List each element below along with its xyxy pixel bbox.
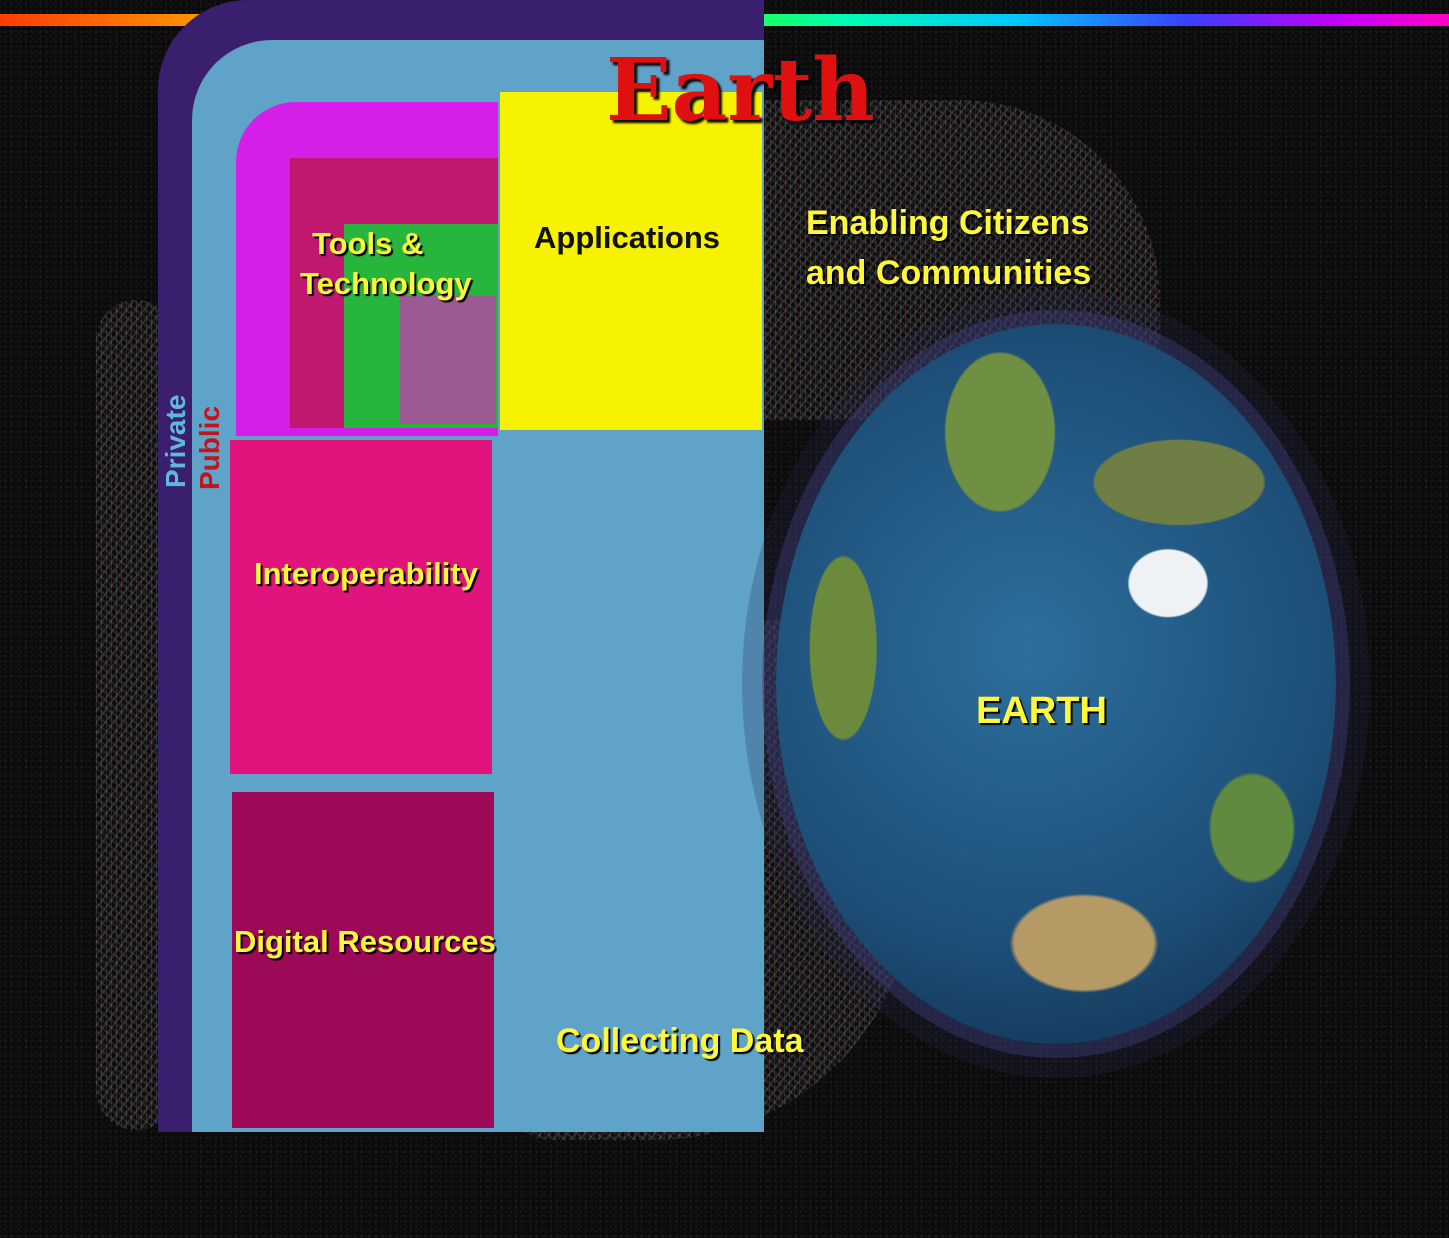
applications-label: Applications [534,220,721,255]
digital-resources-block [232,792,494,1128]
private-label: Private [160,394,191,488]
tools-label-line2: Technology [300,266,472,301]
collecting-data-label: Collecting Data [556,1022,804,1060]
tools-label-line1: Tools & [312,226,424,261]
enabling-label-line2: and Communities [806,254,1092,292]
earth-label: EARTH [976,690,1107,732]
tools-mauve-block [400,296,496,424]
enabling-label-line1: Enabling Citizens [806,204,1090,242]
earth-globe [776,324,1336,1044]
applications-block [500,92,762,430]
public-label: Public [194,405,225,490]
digital-resources-label: Digital Resources [234,924,496,959]
interoperability-label: Interoperability [254,556,478,591]
interoperability-block [230,440,492,774]
page-title: Earth [606,40,875,141]
